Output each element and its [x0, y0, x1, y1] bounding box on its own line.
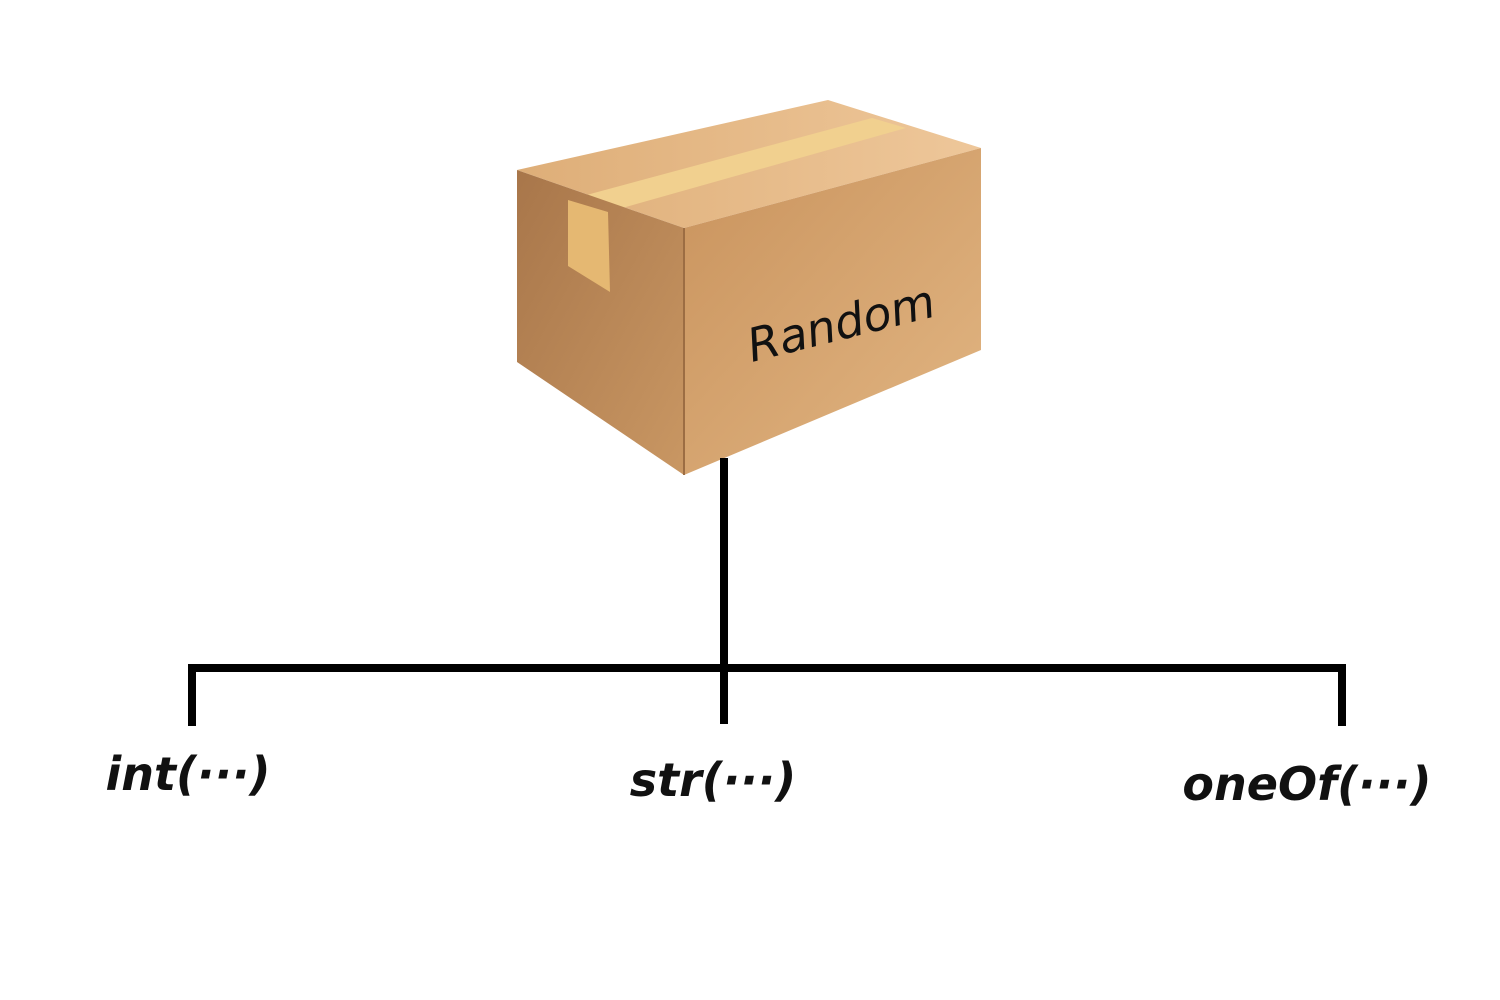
root-node: Random [517, 100, 981, 475]
child-label-int: int(···) [106, 747, 271, 801]
child-nodes: int(···) str(···) oneOf(···) [106, 747, 1432, 811]
child-label-str: str(···) [630, 753, 797, 807]
box-front-face [684, 148, 981, 475]
box-side-face [517, 170, 684, 475]
box-tape-top [568, 118, 906, 212]
child-label-oneOf: oneOf(···) [1182, 757, 1431, 811]
connector-lines [188, 458, 1346, 726]
cardboard-box-icon [517, 100, 981, 475]
box-tape-side [568, 200, 610, 292]
